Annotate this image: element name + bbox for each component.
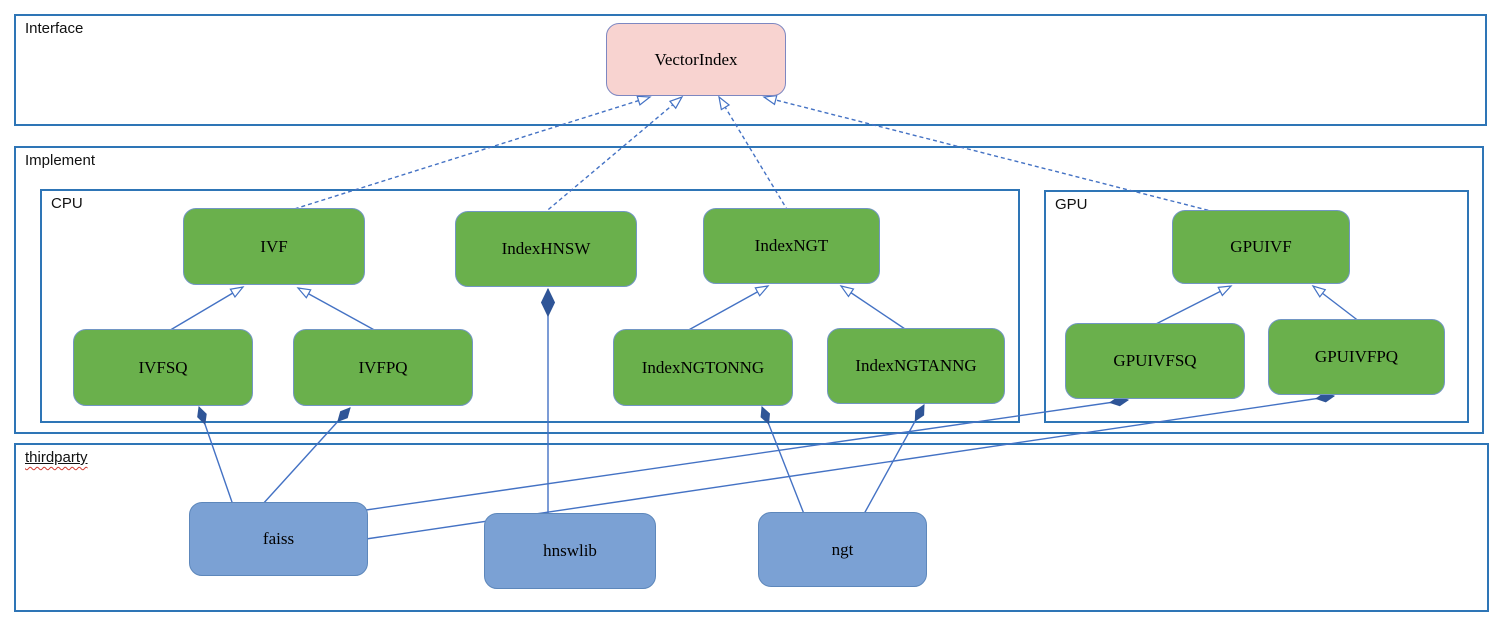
node-gpuivfsq: GPUIVFSQ (1065, 323, 1245, 399)
node-gpuivf: GPUIVF (1172, 210, 1350, 284)
node-indexngt: IndexNGT (703, 208, 880, 284)
node-faiss: faiss (189, 502, 368, 576)
node-ivfsq: IVFSQ (73, 329, 253, 406)
node-indexngtanng: IndexNGTANNG (827, 328, 1005, 404)
node-ivfpq: IVFPQ (293, 329, 473, 406)
node-vectorindex: VectorIndex (606, 23, 786, 96)
section-gpu-label: GPU (1055, 196, 1088, 213)
node-hnswlib: hnswlib (484, 513, 656, 589)
node-indexngtonng: IndexNGTONNG (613, 329, 793, 406)
spellcheck-squiggle: thirdparty (25, 449, 88, 466)
node-ivf: IVF (183, 208, 365, 285)
node-gpuivfpq: GPUIVFPQ (1268, 319, 1445, 395)
section-thirdparty-label: thirdparty (25, 449, 88, 466)
node-indexhnsw: IndexHNSW (455, 211, 637, 287)
section-interface-label: Interface (25, 20, 84, 37)
section-implement-label: Implement (25, 152, 96, 169)
section-cpu-label: CPU (51, 195, 83, 212)
node-ngt: ngt (758, 512, 927, 587)
